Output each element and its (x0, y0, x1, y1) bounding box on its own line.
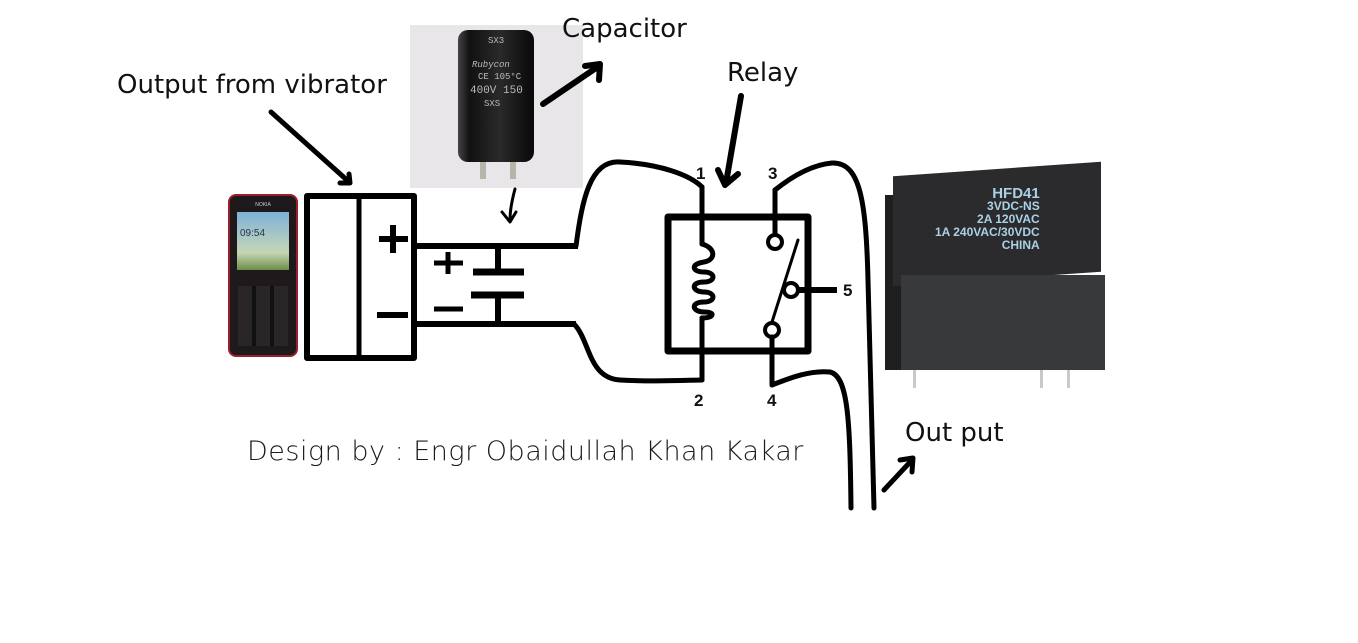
capacitor-lead (480, 162, 486, 179)
capacitor-image: SX3 Rubycon CE 105°C 400V 150 SXS (410, 25, 583, 188)
wire-to-pin1 (573, 159, 705, 249)
phone-screen: 09:54 (237, 212, 289, 270)
relay-pin-lead (1067, 370, 1070, 388)
capacitor-marking: CE 105°C (478, 72, 522, 82)
relay-front (901, 275, 1105, 370)
arrow-output (881, 455, 916, 493)
relay-markings: HFD41 3VDC-NS 2A 120VAC 1A 240VAC/30VDC … (935, 185, 1040, 252)
relay-pin-lead (913, 370, 916, 388)
output-label: Out put (905, 418, 1004, 448)
switch-arm (770, 238, 800, 324)
phone-keypad (238, 286, 288, 346)
contact-5 (782, 281, 800, 299)
relay-image: HFD41 3VDC-NS 2A 120VAC 1A 240VAC/30VDC … (885, 161, 1105, 390)
relay-box (664, 213, 812, 355)
relay-pin-lead (1040, 370, 1043, 388)
capacitor-marking: SX3 (488, 36, 505, 46)
phone-brand: NOKIA (255, 202, 271, 208)
relay-pin-5-label: 5 (843, 281, 853, 300)
relay-pin-4-label: 4 (767, 391, 777, 410)
relay-marking: CHINA (1001, 238, 1040, 252)
capacitor-marking: 400V 150 (470, 85, 523, 97)
capacitor-body: SX3 Rubycon CE 105°C 400V 150 SXS (458, 30, 534, 162)
relay-label: Relay (727, 58, 799, 88)
arrow-relay (715, 93, 744, 188)
output-wire-pin3 (772, 160, 877, 511)
relay-pin-3-label: 3 (768, 164, 778, 183)
relay-pin-2-label: 2 (694, 391, 704, 410)
phone-time: 09:54 (240, 228, 266, 239)
wire-to-pin2 (571, 321, 705, 384)
contact-3 (766, 233, 784, 251)
designer-credit: Design by : Engr Obaidullah Khan Kakar (247, 436, 804, 467)
capacitor-lead (510, 162, 516, 179)
relay-marking: 2A 120VAC (977, 212, 1040, 226)
arrow-vibrator (268, 109, 353, 186)
arrow-capacitor-label (540, 61, 603, 107)
relay-coil (691, 241, 716, 321)
capacitor-label: Capacitor (562, 14, 687, 44)
output-wire-pin4 (769, 369, 854, 511)
capacitor-marking: SXS (484, 99, 501, 109)
relay-marking: 3VDC-NS (987, 199, 1040, 213)
relay-pin-1-label: 1 (696, 164, 706, 183)
relay-marking: 1A 240VAC/30VDC (935, 225, 1040, 239)
capacitor-marking: Rubycon (472, 60, 510, 70)
vibrator-output-label: Output from vibrator (117, 70, 387, 100)
arrow-capacitor-to-symbol (500, 187, 518, 224)
relay-model: HFD41 (992, 185, 1040, 202)
phone-image: NOKIA 09:54 (228, 194, 298, 357)
